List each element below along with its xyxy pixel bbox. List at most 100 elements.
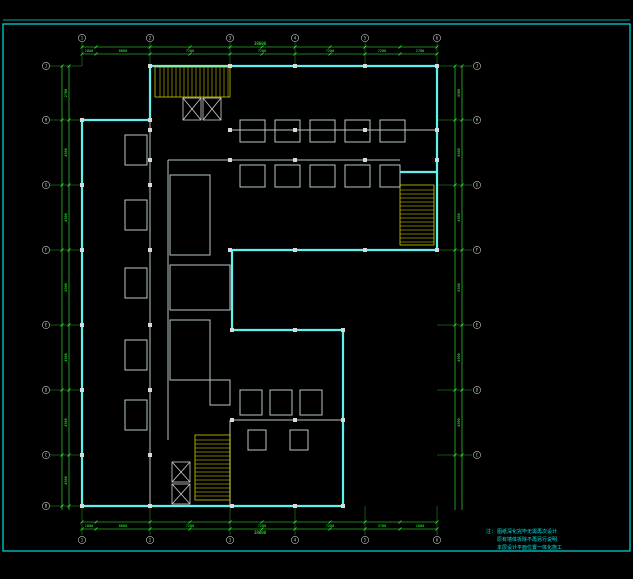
- left-dimension-4: 4500: [64, 353, 68, 361]
- svg-text:D: D: [45, 387, 48, 392]
- axis-bubble-top-5: 5: [361, 34, 369, 42]
- top-dimension-3: 7200: [258, 49, 266, 53]
- axis-bubble-right-E: E: [473, 321, 481, 329]
- notes-label: 注:: [486, 529, 495, 535]
- stairs: [154, 66, 435, 501]
- bottom-dimension-5: 3700: [378, 524, 386, 528]
- svg-text:C: C: [476, 452, 479, 457]
- top-dimension-1: 8800: [119, 49, 127, 53]
- structural-columns: [80, 64, 439, 508]
- right-dimension-5: 4500: [457, 418, 461, 426]
- dimension-lines: [61, 46, 463, 530]
- svg-text:E: E: [476, 322, 479, 327]
- svg-text:F: F: [476, 247, 479, 252]
- left-dimension-2: 4500: [64, 213, 68, 221]
- axis-bubble-bottom-6: 6: [433, 536, 441, 544]
- bottom-dimension-2: 7200: [186, 524, 194, 528]
- axis-bubble-left-H: H: [42, 116, 50, 124]
- axis-bubble-left-C: C: [42, 451, 50, 459]
- svg-text:1: 1: [81, 35, 84, 40]
- right-dimension-2: 4500: [457, 213, 461, 221]
- svg-text:2: 2: [149, 35, 152, 40]
- svg-text:6: 6: [436, 35, 439, 40]
- axis-bubble-right-D: D: [473, 386, 481, 394]
- axis-bubble-right-H: H: [473, 116, 481, 124]
- svg-text:4: 4: [294, 537, 297, 542]
- axis-bubble-top-6: 6: [433, 34, 441, 42]
- dimension-ticks: [60, 45, 464, 531]
- svg-text:6: 6: [436, 537, 439, 542]
- axis-bubble-bottom-5: 5: [361, 536, 369, 544]
- top-dimension-0: 1800: [85, 49, 93, 53]
- dimension-labels: 1800 8800 7200 7200 7200 7200 2700 1800 8800 7200…: [64, 49, 461, 528]
- svg-text:G: G: [45, 182, 48, 187]
- axis-bubble-bottom-4: 4: [291, 536, 299, 544]
- top-dimension-6: 2700: [416, 49, 424, 53]
- axis-bubble-top-2: 2: [146, 34, 154, 42]
- interior-walls: [124, 119, 437, 506]
- axis-bubble-left-G: G: [42, 181, 50, 189]
- bottom-dimension-3: 7200: [258, 524, 266, 528]
- axis-bubble-top-3: 3: [226, 34, 234, 42]
- svg-text:J: J: [476, 63, 478, 68]
- svg-text:B: B: [45, 503, 48, 508]
- axis-bubble-right-F: F: [473, 246, 481, 254]
- svg-text:2: 2: [149, 537, 152, 542]
- svg-text:G: G: [476, 182, 479, 187]
- axis-bubble-right-G: G: [473, 181, 481, 189]
- left-dimension-5: 4500: [64, 418, 68, 426]
- svg-text:4: 4: [294, 35, 297, 40]
- note-line-2: 原有墙体拆除不再另行说明: [497, 537, 558, 543]
- left-dimension-1: 4500: [64, 148, 68, 156]
- top-total-dimension: 38000: [254, 41, 267, 46]
- drawing-border: [2, 23, 631, 552]
- svg-text:E: E: [45, 322, 48, 327]
- svg-text:H: H: [45, 117, 48, 122]
- outer-walls: [80, 64, 439, 508]
- svg-text:D: D: [476, 387, 479, 392]
- axis-bubble-bottom-2: 2: [146, 536, 154, 544]
- stair-treads: [159, 67, 434, 497]
- bottom-dimension-0: 1800: [85, 524, 93, 528]
- svg-text:3: 3: [229, 537, 232, 542]
- svg-text:F: F: [45, 247, 48, 252]
- top-dimension-2: 7200: [186, 49, 194, 53]
- right-dimension-0: 4500: [457, 89, 461, 97]
- elevators: [171, 97, 222, 505]
- svg-text:H: H: [476, 117, 479, 122]
- axis-bubble-right-C: C: [473, 451, 481, 459]
- svg-text:5: 5: [364, 35, 367, 40]
- svg-text:3: 3: [229, 35, 232, 40]
- axis-grid-lines: [50, 42, 472, 535]
- axis-bubble-top-4: 4: [291, 34, 299, 42]
- axis-bubble-bottom-3: 3: [226, 536, 234, 544]
- top-dimension-5: 7200: [378, 49, 386, 53]
- axis-bubble-left-B: B: [42, 502, 50, 510]
- axis-bubble-left-E: E: [42, 321, 50, 329]
- axis-bubble-left-J: J: [42, 62, 50, 70]
- bottom-dimension-4: 7200: [326, 524, 334, 528]
- svg-text:J: J: [45, 63, 47, 68]
- bottom-dimension-6: 1800: [416, 524, 424, 528]
- note-line-3: 本层设计平面位置一体化施工: [497, 545, 563, 551]
- note-line-1: 图纸深化完毕无需再次设计: [497, 529, 558, 535]
- right-dimension-4: 4500: [457, 353, 461, 361]
- axis-bubble-left-F: F: [42, 246, 50, 254]
- right-dimension-1: 4500: [457, 148, 461, 156]
- bottom-dimension-1: 8800: [119, 524, 127, 528]
- axis-bubble-left-D: D: [42, 386, 50, 394]
- axis-bubble-bottom-1: 1: [78, 536, 86, 544]
- bottom-total-dimension: 38000: [254, 530, 267, 535]
- left-dimension-3: 4500: [64, 283, 68, 291]
- left-dimension-6: 4500: [64, 476, 68, 484]
- left-dimension-0: 2700: [64, 89, 68, 97]
- axis-bubble-right-J: J: [473, 62, 481, 70]
- right-dimension-3: 4500: [457, 283, 461, 291]
- top-dimension-4: 7200: [326, 49, 334, 53]
- svg-text:C: C: [45, 452, 48, 457]
- svg-text:1: 1: [81, 537, 84, 542]
- svg-text:5: 5: [364, 537, 367, 542]
- axis-bubble-top-1: 1: [78, 34, 86, 42]
